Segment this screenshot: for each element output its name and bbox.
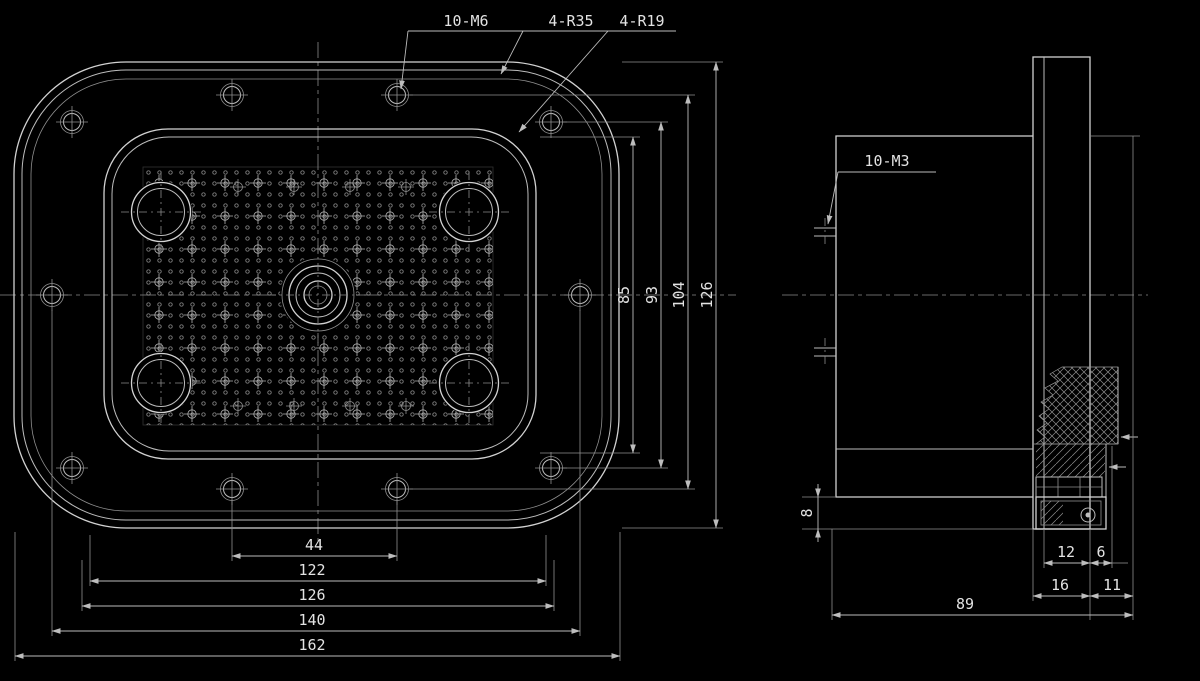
dim-6: 6 (1089, 543, 1128, 566)
dim-85: 85 (615, 136, 636, 454)
connector-detail (1035, 476, 1107, 530)
m3-hole-mark-upper (814, 218, 836, 248)
dim-label: 140 (298, 611, 325, 629)
dim-label: 89 (956, 595, 974, 613)
dim-16: 16 (1032, 576, 1091, 599)
callout-m3-holes: 10-M3 (826, 152, 936, 225)
m3-hole-mark-lower (814, 338, 836, 368)
m6-hole (381, 79, 413, 111)
dim-44: 44 (231, 536, 398, 559)
m6-holes (36, 79, 596, 505)
m6-hole (36, 279, 68, 311)
dim-126-width: 126 (81, 586, 555, 609)
dim-label: 6 (1096, 543, 1105, 561)
dim-11: 11 (1089, 576, 1134, 599)
callout-label: 4-R35 (548, 12, 593, 30)
dim-label: 126 (298, 586, 325, 604)
mounting-boss-outline (103, 128, 537, 460)
dim-label: 11 (1103, 576, 1121, 594)
m6-hole (216, 79, 248, 111)
m6-hole (535, 452, 567, 484)
dim-label: 126 (698, 281, 716, 308)
dim-126-height: 126 (698, 61, 719, 529)
callout-outer-radius: 4-R35 (500, 12, 620, 75)
dim-label: 122 (298, 561, 325, 579)
dim-12: 12 (1043, 543, 1091, 566)
dim-89: 89 (831, 595, 1134, 618)
dim-label: 104 (670, 281, 688, 308)
callout-inner-radius: 4-R19 (518, 12, 676, 133)
dim-label: 16 (1051, 576, 1069, 594)
dim-104: 104 (670, 94, 691, 490)
corner-hole-top-right (429, 172, 509, 252)
dim-93: 93 (643, 121, 664, 469)
callout-label: 4-R19 (619, 12, 664, 30)
m6-hole (56, 452, 88, 484)
dim-8: 8 (798, 484, 821, 542)
outer-flange-outline (13, 61, 620, 529)
small-hole-row-top (230, 179, 414, 195)
dim-162: 162 (14, 636, 621, 659)
front-view: 10-M6 4-R35 4-R19 85 93 (0, 12, 736, 661)
dim-label: 8 (798, 508, 816, 517)
corner-hole-top-left (121, 172, 201, 252)
m6-hole (564, 279, 596, 311)
corner-hole-bottom-left (121, 343, 201, 423)
dim-label: 44 (305, 536, 323, 554)
mating-connector-section (1033, 366, 1119, 529)
dim-label: 93 (643, 286, 661, 304)
m6-hole (535, 106, 567, 138)
side-extension-lines (802, 135, 1140, 620)
m6-hole (216, 473, 248, 505)
corner-hole-bottom-right (429, 343, 509, 423)
front-dims-bottom: 44 122 126 140 162 (14, 310, 621, 661)
dim-140: 140 (51, 611, 581, 634)
dim-label: 162 (298, 636, 325, 654)
callout-label: 10-M6 (443, 12, 488, 30)
callout-label: 10-M3 (864, 152, 909, 170)
front-dims-right: 85 93 104 126 (410, 61, 723, 529)
m6-hole (56, 106, 88, 138)
callout-thread-holes: 10-M6 (399, 12, 525, 90)
center-bore (268, 245, 368, 345)
side-view: 10-M3 (782, 56, 1148, 620)
dim-122: 122 (89, 561, 547, 584)
dim-label: 12 (1057, 543, 1075, 561)
dim-label: 85 (615, 286, 633, 304)
small-hole-row-bottom (230, 398, 414, 414)
